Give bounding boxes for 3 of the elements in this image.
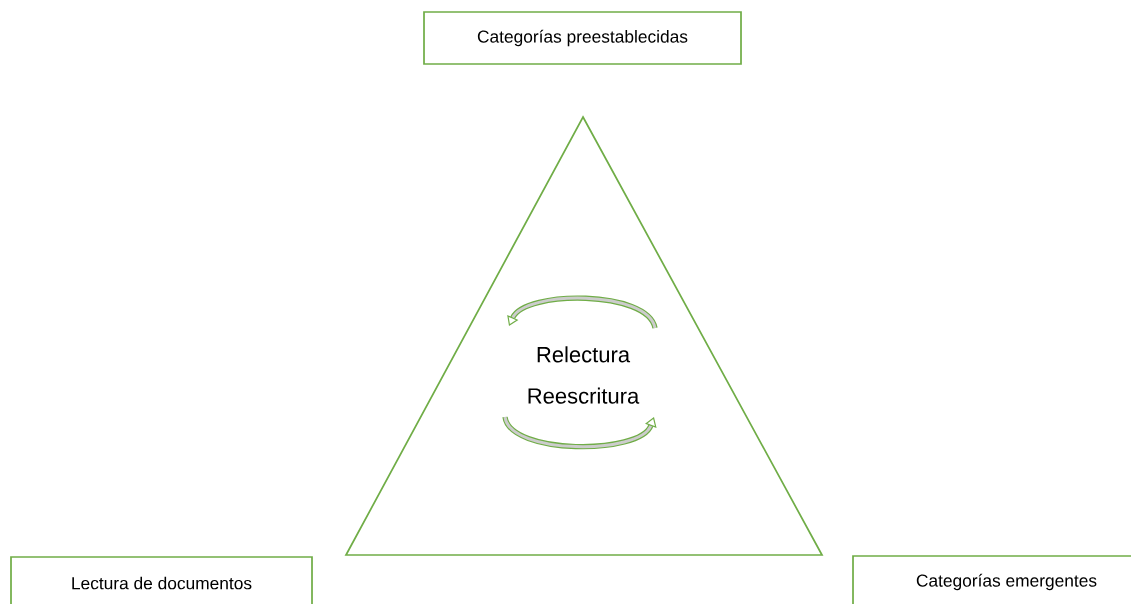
category-box: Categorías emergentes: [852, 555, 1131, 604]
category-box: Categorías preestablecidas: [423, 11, 742, 65]
category-box: Lectura de documentos: [10, 556, 313, 604]
